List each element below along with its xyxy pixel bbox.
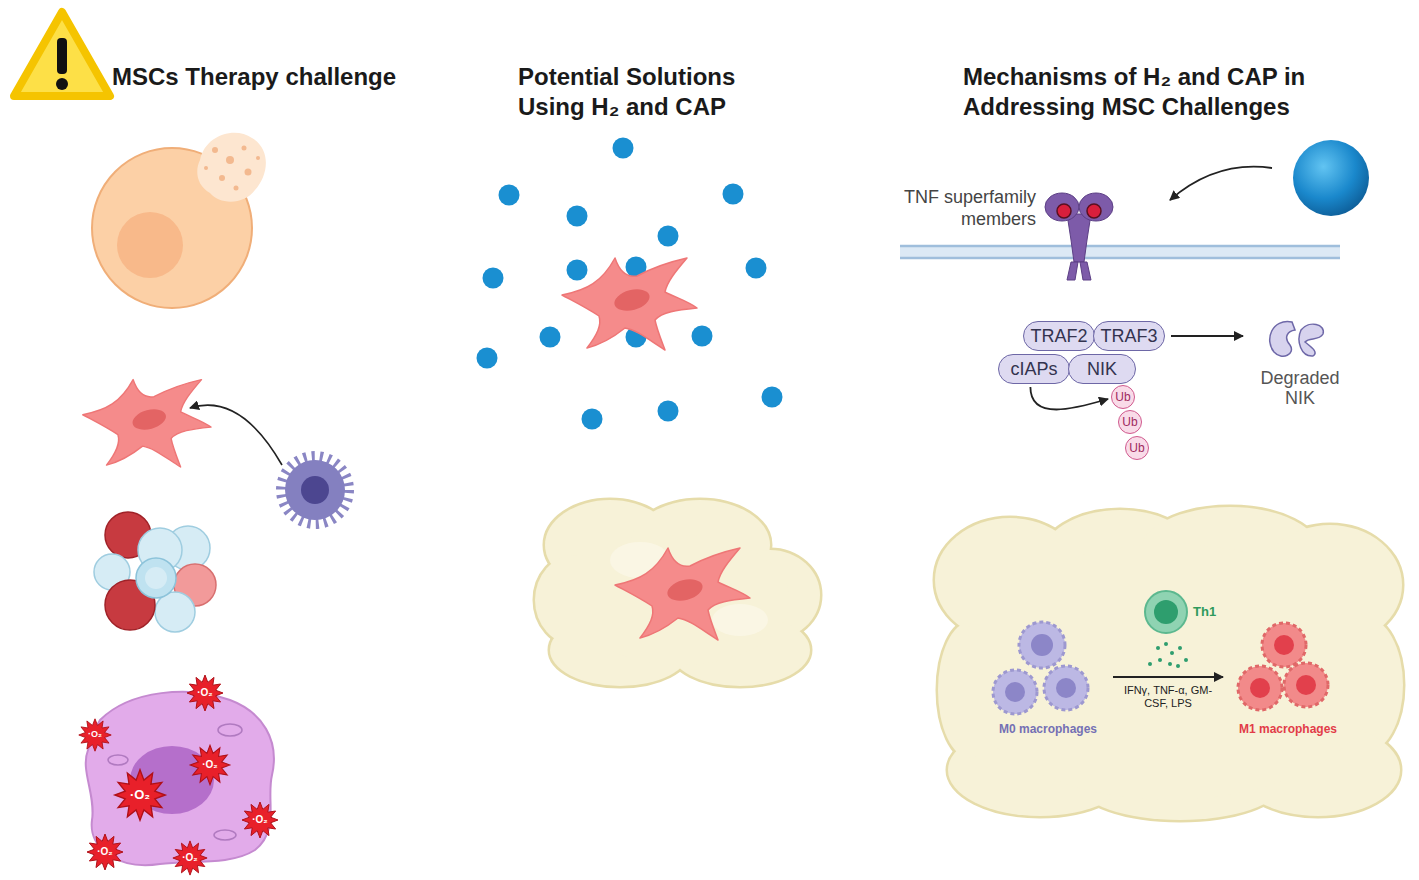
connector-arrow: [1030, 387, 1108, 410]
tumor-microenvironment: [935, 507, 1403, 820]
column-heading: Mechanisms of H₂ and CAP in Addressing M…: [963, 62, 1363, 122]
node-text: TRAF2: [1030, 326, 1087, 347]
ros-label-text: ·O₂: [182, 852, 198, 863]
t-cell: Th1: [1143, 590, 1223, 636]
cap-scaffold: [535, 500, 820, 686]
msc-cell: [562, 258, 697, 350]
column-heading-text: MSCs Therapy challenge: [112, 63, 396, 90]
cell-cluster: [94, 512, 216, 632]
node-text: TRAF3: [1100, 326, 1157, 347]
node-text: M1 macrophages: [1239, 722, 1337, 736]
node-text: M0 macrophages: [999, 722, 1097, 736]
apoptotic-cell: [92, 133, 266, 308]
column-heading-text: Potential Solutions Using H₂ and CAP: [518, 63, 735, 120]
cell-membrane: [900, 246, 1340, 258]
protein-pill: NIK: [1068, 354, 1136, 384]
hydrogen-molecules: [477, 138, 783, 430]
connector-arrow: [1171, 335, 1243, 337]
receptor-label-text: TNF superfamily members: [904, 187, 1036, 229]
node-text: Ub: [1122, 415, 1137, 429]
column-heading: Potential Solutions Using H₂ and CAP: [518, 62, 780, 122]
ros-label-text: ·O₂: [88, 729, 102, 739]
protein-pill: TRAF2: [1023, 321, 1095, 351]
connector-arrow: [1113, 676, 1223, 678]
ros-label: ·O₂: [85, 845, 125, 858]
ros-label: ·O₂: [75, 728, 115, 741]
column-heading-text: Mechanisms of H₂ and CAP in Addressing M…: [963, 63, 1305, 120]
degraded-fragments: [1270, 322, 1324, 357]
th1-cell: [1145, 591, 1188, 668]
degraded-protein: Degraded NIK: [1249, 316, 1351, 408]
ros-label-text: ·O₂: [197, 687, 213, 698]
ubiquitin-circle: Ub: [1111, 385, 1135, 409]
node-text: Ub: [1115, 390, 1130, 404]
node-text: NIK: [1087, 359, 1117, 380]
ligand-sphere: [1170, 140, 1369, 216]
node-text: Th1: [1193, 604, 1216, 619]
protein-pill: TRAF3: [1093, 321, 1165, 351]
ros-label: ·O₂: [190, 758, 230, 771]
ros-label: ·O₂: [240, 813, 280, 826]
node-text: cIAPs: [1010, 359, 1057, 380]
ros-label-text: ·O₂: [202, 759, 218, 770]
receptor-label: TNF superfamily members: [868, 186, 1036, 230]
m1-macrophages: [1238, 623, 1328, 710]
msc-immune-attack: [83, 380, 348, 523]
m0-macrophages: [993, 622, 1088, 714]
edge-label-text: IFNγ, TNF-α, GM-CSF, LPS: [1124, 684, 1212, 709]
oxidative-stress-cell: [79, 675, 278, 875]
warning-icon: [14, 12, 110, 96]
edge-label: IFNγ, TNF-α, GM-CSF, LPS: [1115, 684, 1221, 710]
protein-pill: cIAPs: [998, 354, 1070, 384]
ros-label: ·O₂: [170, 851, 210, 864]
ros-label-text: ·O₂: [130, 787, 150, 802]
ros-label-text: ·O₂: [97, 846, 113, 857]
macrophage-group: M0 macrophages: [986, 618, 1110, 736]
macrophage-group: M1 macrophages: [1226, 618, 1350, 736]
ubiquitin-circle: Ub: [1118, 410, 1142, 434]
ros-label-text: ·O₂: [252, 814, 268, 825]
node-text: Ub: [1129, 441, 1144, 455]
ubiquitin-circle: Ub: [1125, 436, 1149, 460]
node-text: Degraded NIK: [1249, 368, 1351, 408]
column-heading: MSCs Therapy challenge: [112, 62, 412, 92]
ros-label: ·O₂: [185, 686, 225, 699]
tnf-receptor: [1045, 193, 1113, 280]
ros-label: ·O₂: [115, 787, 165, 803]
